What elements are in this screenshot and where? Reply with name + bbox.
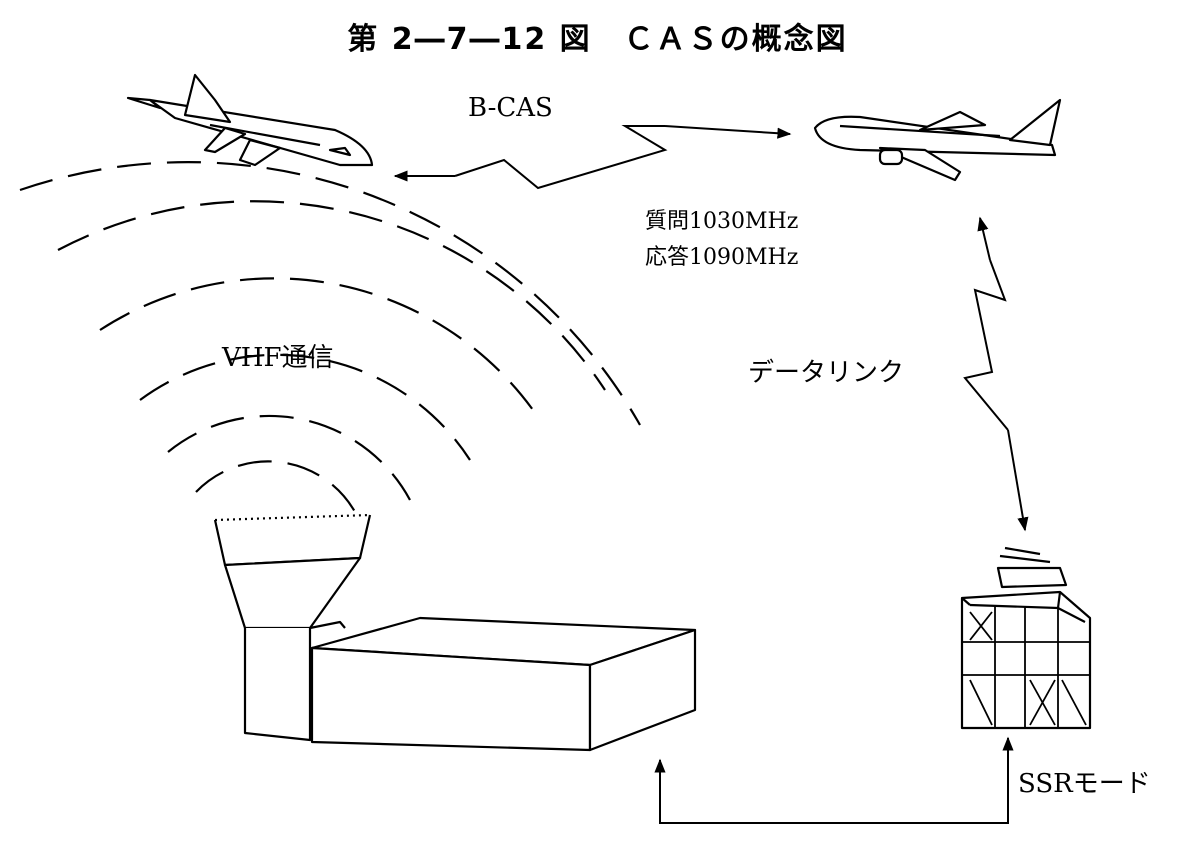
vhf-communication-label: VHF通信 — [222, 343, 334, 373]
wave-arc-4 — [100, 278, 540, 420]
bcas-link — [393, 126, 792, 188]
ssr-building-grid — [962, 605, 1090, 728]
datalink-zigzag — [965, 260, 1008, 430]
wave-arc-6 — [20, 162, 640, 425]
wave-arc-3 — [140, 355, 470, 460]
building-side — [590, 630, 695, 750]
airplane-icon — [815, 100, 1060, 180]
frequency-labels: 質問1030MHz 応答1090MHz — [645, 204, 798, 276]
vhf-wave-arcs — [20, 162, 640, 530]
tower-shaft — [245, 628, 310, 740]
tower-cab — [215, 515, 370, 565]
ssr-mode-label: SSRモード — [1018, 769, 1151, 799]
wave-arc-2 — [168, 416, 410, 500]
bcas-zigzag — [455, 126, 665, 188]
bcas-arrow-right — [665, 126, 792, 139]
ssr-building-outline — [962, 592, 1090, 728]
datalink-link — [965, 216, 1029, 532]
figure-title: 第 2―7―12 図 ＣＡＳの概念図 — [347, 22, 848, 57]
wave-arc-5 — [58, 201, 605, 390]
datalink-arrow-up — [977, 216, 990, 260]
control-tower-icon — [215, 515, 695, 750]
building-front — [312, 648, 590, 750]
interrogation-frequency-label: 質問1030MHz — [645, 209, 799, 234]
bcas-label: B-CAS — [468, 93, 553, 123]
datalink-arrow-down — [1008, 430, 1029, 532]
ground-link-line — [660, 760, 1008, 823]
ssr-radar-station-icon — [962, 548, 1090, 728]
tower-joint — [310, 622, 345, 628]
wave-arc-1 — [196, 461, 363, 530]
datalink-label: データリンク — [748, 358, 905, 388]
reply-frequency-label: 応答1090MHz — [645, 245, 799, 270]
airplane-icon — [128, 75, 372, 165]
ssr-antenna — [998, 568, 1066, 587]
tower-upper — [225, 558, 360, 628]
ground-link — [654, 736, 1014, 823]
